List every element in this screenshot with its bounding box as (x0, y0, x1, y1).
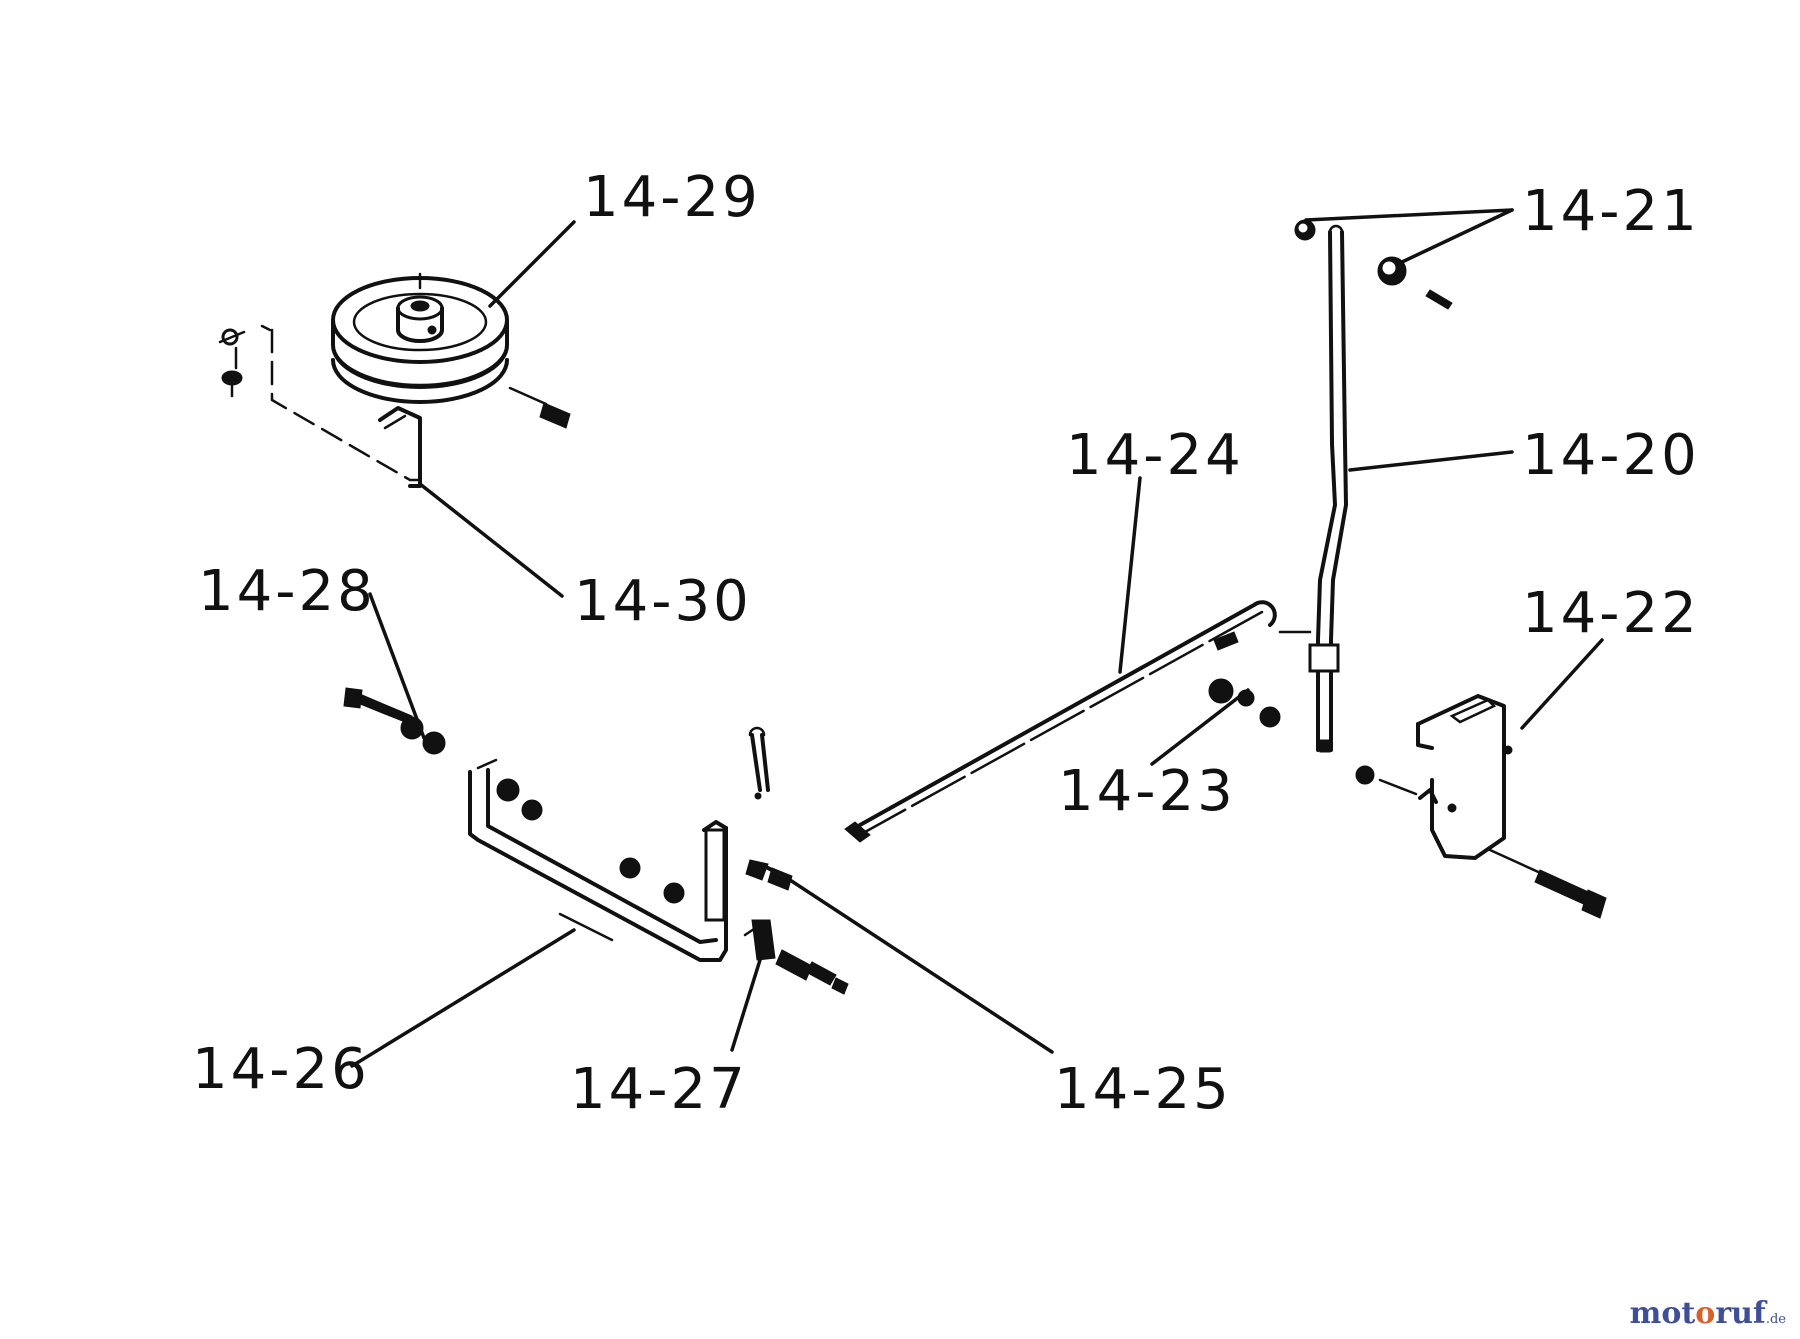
leader-14-21-a (1304, 208, 1514, 222)
label-14-24: 14-24 (1066, 423, 1244, 488)
watermark-part-3: ruf (1715, 1296, 1766, 1331)
watermark-logo: motoruf.de (1630, 1296, 1786, 1331)
label-14-21: 14-21 (1522, 179, 1700, 244)
label-14-29: 14-29 (583, 165, 761, 230)
leader-14-25 (788, 878, 1054, 1054)
label-14-25: 14-25 (1054, 1057, 1232, 1122)
label-14-22: 14-22 (1522, 581, 1700, 646)
leader-lines (350, 208, 1604, 1068)
lever-bracket-drawing (1378, 694, 1607, 919)
bracket-nuts-drawing (619, 857, 685, 904)
watermark-part-1: mot (1629, 1296, 1696, 1331)
leader-14-28 (368, 592, 426, 740)
leader-14-22 (1520, 638, 1604, 730)
label-14-27: 14-27 (570, 1057, 748, 1122)
bolt-washers-drawing (343, 687, 543, 821)
rod-drawing (844, 600, 1312, 843)
knob-drawing (1294, 219, 1453, 310)
cotter-pin-drawing (748, 726, 770, 800)
lever-drawing (1308, 224, 1348, 753)
part-labels: 14-29 14-21 14-24 14-20 14-28 14-30 14-2… (192, 165, 1700, 1122)
leader-14-23 (1150, 688, 1250, 766)
swivel-drawing (743, 919, 849, 995)
ferrule-drawing (745, 859, 793, 891)
leader-14-21-b (1400, 208, 1514, 264)
watermark-tld: .de (1765, 1312, 1786, 1327)
label-14-23: 14-23 (1058, 759, 1236, 824)
leader-14-26 (350, 928, 576, 1068)
pulley-bolt-drawing (508, 386, 571, 429)
pulley-bracket-drawing (218, 324, 422, 488)
leader-14-27 (730, 958, 762, 1052)
leader-14-24 (1118, 476, 1142, 674)
lower-bracket-drawing (468, 768, 728, 962)
watermark-part-2: o (1695, 1296, 1716, 1331)
leader-14-29 (488, 220, 576, 308)
leader-14-20 (1348, 450, 1514, 472)
label-14-20: 14-20 (1522, 423, 1700, 488)
label-14-28: 14-28 (198, 559, 376, 624)
label-14-30: 14-30 (574, 569, 752, 634)
leader-14-30 (418, 482, 564, 598)
pulley-drawing (331, 272, 509, 404)
label-14-26: 14-26 (192, 1037, 370, 1102)
